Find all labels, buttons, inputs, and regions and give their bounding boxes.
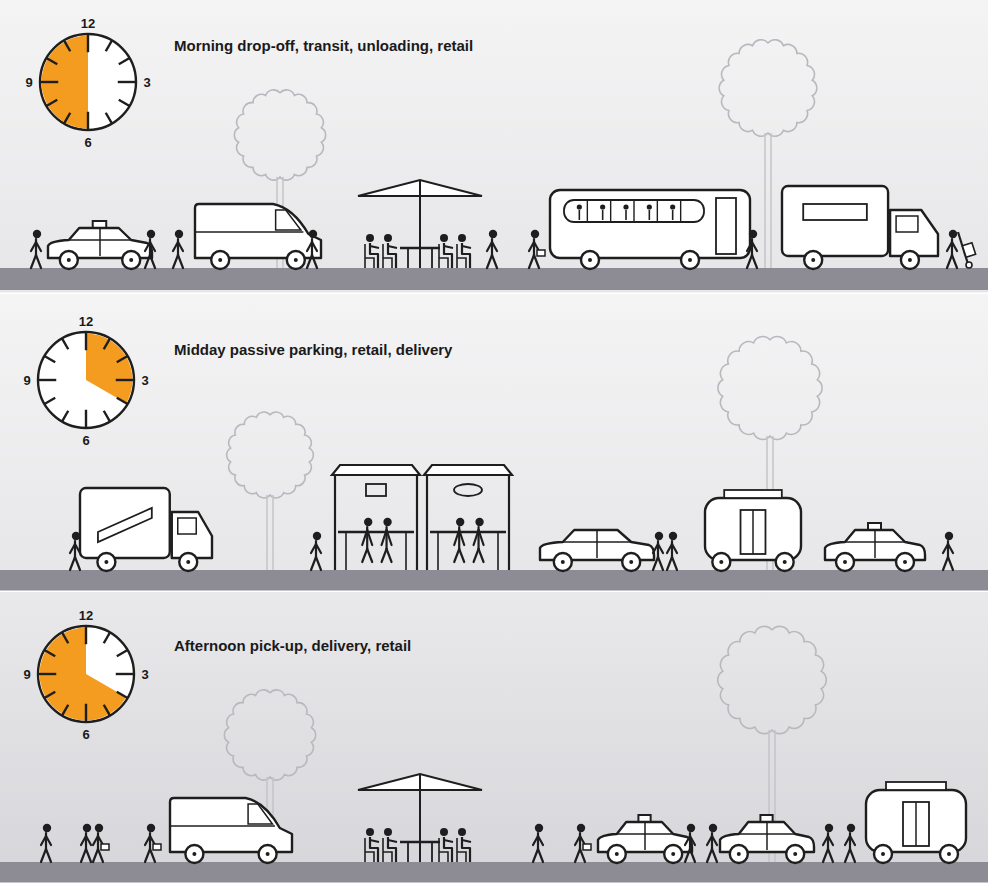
pedestrian — [823, 824, 833, 862]
taxi — [825, 523, 925, 571]
pedestrian — [145, 230, 155, 268]
car — [540, 530, 654, 571]
pedestrian — [575, 824, 591, 862]
pedestrian — [173, 230, 183, 268]
delivery-truck — [80, 488, 212, 571]
panel-background — [0, 0, 988, 294]
delivery-truck — [782, 186, 938, 269]
shuttle — [866, 782, 966, 863]
clock-number: 3 — [143, 75, 150, 90]
panel-background — [0, 592, 988, 884]
pedestrian — [382, 518, 392, 562]
pedestrian — [311, 532, 321, 570]
taxi — [598, 815, 692, 863]
seated-person — [365, 234, 379, 268]
pedestrian — [474, 518, 484, 562]
pedestrian — [41, 824, 51, 862]
cafe-umbrella — [358, 180, 482, 268]
bus — [550, 190, 750, 269]
time-sector — [86, 334, 132, 404]
pedestrian — [653, 532, 663, 570]
pedestrian — [533, 824, 543, 862]
clock-number: 6 — [82, 433, 89, 448]
seated-person — [439, 234, 453, 268]
pedestrian — [362, 518, 372, 562]
pedestrian — [943, 532, 953, 570]
market-stall — [424, 465, 512, 570]
tree — [227, 412, 314, 570]
seated-person — [457, 828, 471, 862]
clock-number: 12 — [81, 16, 95, 31]
shuttle — [705, 490, 801, 571]
pedestrian — [70, 532, 80, 570]
hand-truck — [958, 232, 976, 268]
market-stall — [332, 465, 420, 570]
panel-heading: Morning drop-off, transit, unloading, re… — [174, 37, 473, 54]
clock-number: 12 — [79, 608, 93, 623]
pedestrian — [707, 824, 717, 862]
van — [195, 204, 321, 269]
clock-dial — [40, 34, 136, 130]
clock-number: 6 — [82, 727, 89, 742]
tree — [718, 626, 827, 862]
pedestrian — [529, 230, 545, 268]
clock-number: 3 — [141, 667, 148, 682]
pedestrian — [93, 824, 109, 862]
pedestrian — [947, 230, 957, 268]
seated-person — [439, 828, 453, 862]
pedestrian — [81, 824, 91, 862]
clock-number: 6 — [84, 135, 91, 150]
panel-background — [0, 294, 988, 592]
pedestrian — [307, 230, 317, 268]
taxi — [720, 815, 814, 863]
clock-number: 9 — [25, 75, 32, 90]
panel-heading: Midday passive parking, retail, delivery — [174, 341, 452, 358]
panel-heading: Afternoon pick-up, delivery, retail — [174, 637, 411, 654]
pedestrian — [31, 230, 41, 268]
clock-number: 12 — [79, 314, 93, 329]
seated-person — [365, 828, 379, 862]
pedestrian — [747, 230, 757, 268]
clock-dial — [38, 626, 134, 722]
cafe-umbrella — [358, 774, 482, 862]
pedestrian — [685, 824, 695, 862]
seated-person — [457, 234, 471, 268]
seated-person — [383, 828, 397, 862]
seated-person — [383, 234, 397, 268]
pedestrian — [845, 824, 855, 862]
clock-number: 9 — [23, 373, 30, 388]
clock-number: 9 — [23, 667, 30, 682]
pedestrian — [145, 824, 161, 862]
clock-number: 3 — [141, 373, 148, 388]
pedestrian — [454, 518, 464, 562]
pedestrian — [667, 532, 677, 570]
pedestrian — [487, 230, 497, 268]
van — [170, 798, 292, 863]
clock-dial — [38, 332, 134, 428]
taxi — [48, 221, 152, 269]
